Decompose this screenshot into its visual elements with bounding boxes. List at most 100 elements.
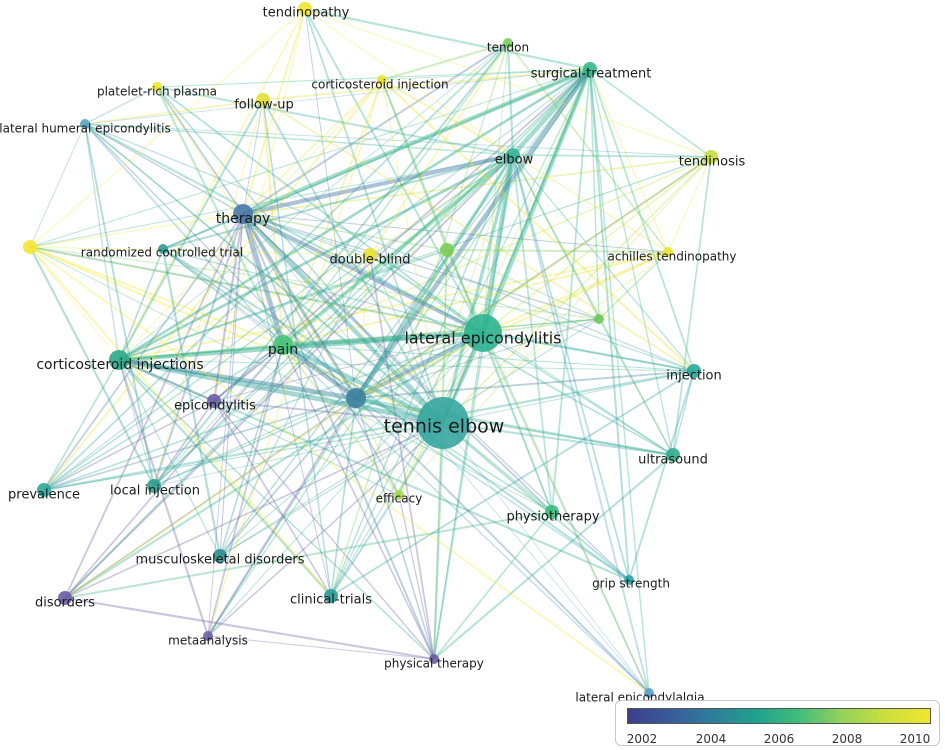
node-tendinopathy[interactable] (298, 2, 312, 16)
link-143 (511, 67, 592, 157)
node-tendon[interactable] (503, 38, 513, 48)
link-254 (161, 248, 222, 557)
node-pain[interactable] (273, 335, 293, 355)
link-115 (118, 8, 306, 361)
link-63 (84, 123, 284, 346)
node-unlabeled-blue[interactable] (346, 388, 366, 408)
link-1 (282, 343, 444, 425)
link-94 (242, 213, 669, 253)
legend-tick-2006: 2006 (763, 732, 795, 746)
link-48 (482, 332, 553, 513)
legend-color-bar (627, 708, 931, 724)
node-metaanalysis[interactable] (203, 631, 213, 641)
link-265 (213, 400, 332, 597)
link-243 (43, 400, 215, 491)
link-118 (118, 99, 264, 361)
node-efficacy[interactable] (394, 490, 404, 500)
link-119 (84, 123, 120, 361)
link-223 (84, 86, 158, 125)
link-127 (43, 359, 120, 491)
link-183 (433, 154, 514, 660)
node-follow-up[interactable] (256, 93, 270, 107)
link-168 (512, 154, 712, 158)
link-29 (282, 330, 484, 348)
node-musculoskeletal-disorders[interactable] (213, 549, 227, 563)
node-prevalence[interactable] (37, 483, 51, 497)
node-randomized-controlled-trial[interactable] (158, 244, 168, 254)
link-67 (282, 254, 371, 346)
link-64 (281, 153, 515, 347)
node-achilles-tendinopathy[interactable] (663, 247, 673, 257)
node-elbow[interactable] (506, 148, 520, 162)
node-double-blind[interactable] (363, 248, 377, 262)
node-lateral-epicondylalgia[interactable] (644, 688, 654, 698)
node-clinical-trials[interactable] (324, 589, 338, 603)
link-81 (282, 318, 600, 346)
link-46 (153, 332, 484, 487)
link-245 (213, 400, 435, 660)
node-lateral-humeral-epicondylitis[interactable] (80, 119, 90, 129)
node-surgical-treatment[interactable] (583, 62, 597, 76)
label-efficacy: efficacy (376, 492, 423, 506)
link-178 (512, 154, 553, 513)
link-174 (512, 154, 674, 456)
link-138 (304, 7, 591, 71)
link-184 (512, 154, 650, 694)
label-musculoskeletal-disorders: musculoskeletal disorders (136, 553, 305, 568)
link-39 (162, 248, 484, 334)
node-corticosteroid-injection[interactable] (377, 75, 387, 85)
link-42 (482, 332, 695, 372)
link-147 (589, 68, 695, 372)
link-17 (442, 421, 674, 457)
link-222 (153, 99, 264, 487)
year-color-legend: 2002 2004 2006 2008 2010 (615, 700, 940, 746)
link-134 (29, 246, 120, 361)
node-injection[interactable] (687, 364, 701, 378)
link-97 (242, 213, 674, 456)
node-platelet-rich-plasma[interactable] (152, 82, 162, 92)
label-tendon: tendon (487, 41, 529, 55)
link-135 (118, 249, 448, 361)
node-unlabeled-green-1[interactable] (440, 243, 454, 257)
link-11 (442, 156, 712, 424)
link-31 (118, 330, 484, 363)
node-physical-therapy[interactable] (429, 654, 439, 664)
link-273 (446, 249, 600, 320)
link-120 (118, 153, 514, 362)
node-disorders[interactable] (58, 591, 72, 605)
node-corticosteroid-injections[interactable] (109, 350, 129, 370)
node-ultrasound[interactable] (666, 448, 680, 462)
link-219 (381, 79, 448, 251)
link-234 (507, 42, 669, 253)
link-99 (153, 213, 244, 487)
link-175 (43, 154, 514, 491)
link-131 (118, 359, 630, 581)
link-163 (304, 8, 514, 156)
node-unlabeled-green-2[interactable] (594, 314, 604, 324)
link-90 (242, 152, 514, 217)
node-epicondylitis[interactable] (207, 394, 221, 408)
link-247 (43, 68, 591, 491)
link-26 (29, 246, 444, 424)
node-grip-strength[interactable] (624, 575, 634, 585)
link-66 (162, 248, 284, 346)
network-links (29, 7, 712, 694)
link-41 (482, 251, 669, 334)
link-121 (118, 156, 712, 361)
node-local-injection[interactable] (147, 479, 161, 493)
link-4 (441, 68, 592, 424)
link-185 (29, 154, 514, 248)
link-24 (432, 422, 445, 660)
node-tendinosis[interactable] (704, 150, 718, 164)
node-tennis-elbow[interactable] (417, 397, 469, 449)
node-unlabeled-yellow[interactable] (23, 240, 37, 254)
link-259 (64, 156, 712, 599)
link-79 (282, 344, 650, 694)
node-physiotherapy[interactable] (545, 505, 559, 519)
label-randomized-controlled-trial: randomized controlled trial (81, 246, 243, 260)
node-lateral-epicondylitis[interactable] (464, 314, 502, 352)
node-therapy[interactable] (233, 204, 253, 224)
link-193 (355, 254, 371, 399)
link-21 (442, 422, 630, 581)
